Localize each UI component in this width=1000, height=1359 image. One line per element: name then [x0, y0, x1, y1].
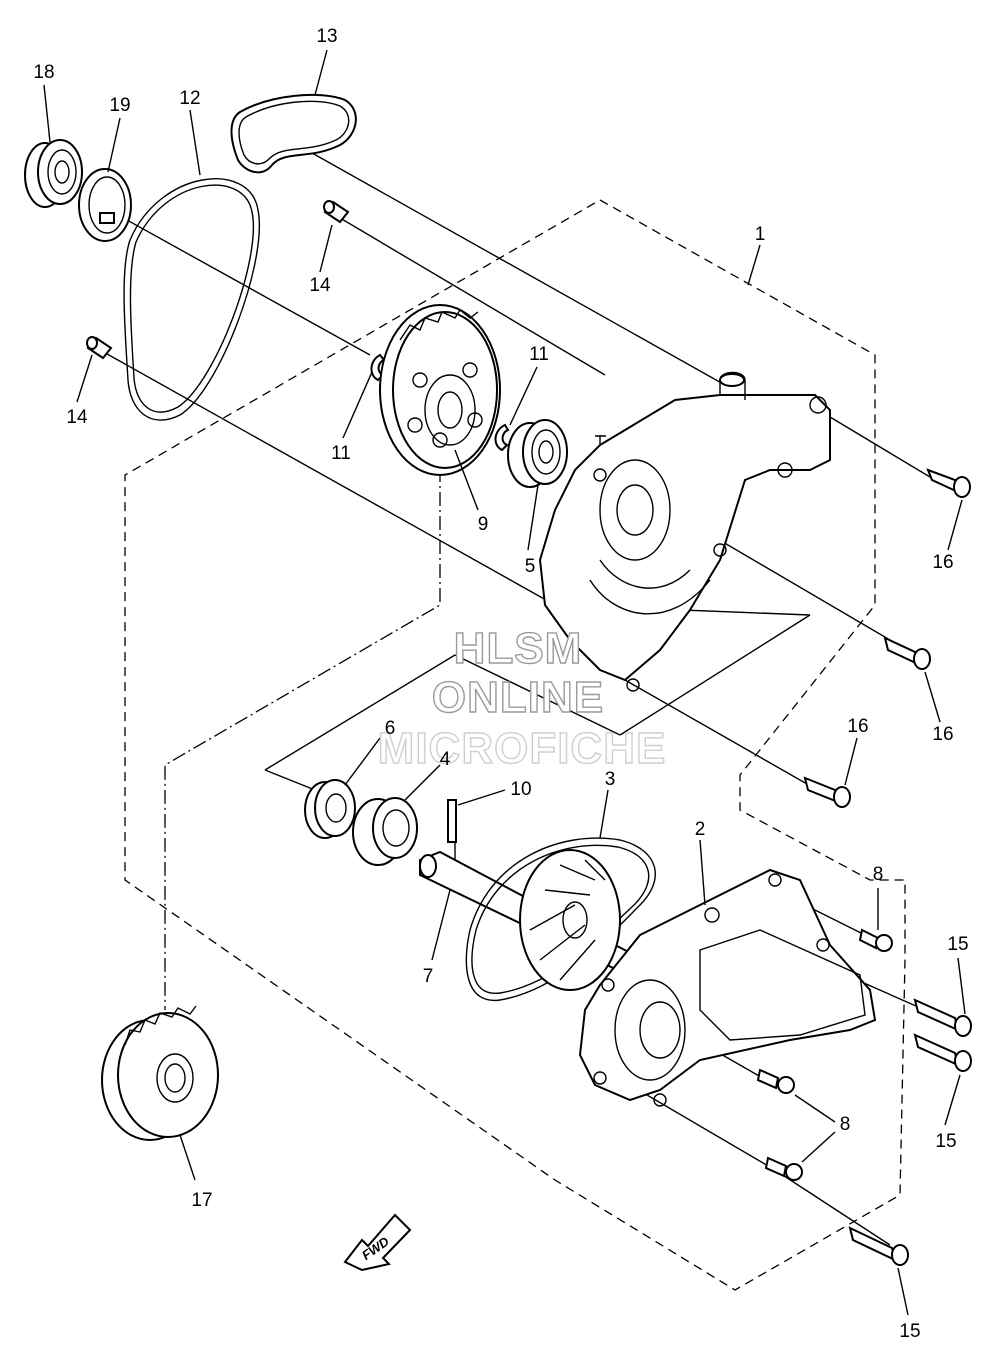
- callout-labels: 1 2 3 4 5 6 7 8 8 9 10 11 11 12 13 14 14…: [33, 26, 968, 1342]
- circlip-part-11b: [494, 423, 510, 452]
- callout-16c: 16: [847, 716, 868, 737]
- oil-seal-part-6: [304, 737, 381, 839]
- callout-4: 4: [440, 749, 451, 770]
- callout-5: 5: [525, 556, 536, 577]
- callout-14a: 14: [309, 275, 331, 296]
- crankcase-cover-part-1: [538, 244, 831, 692]
- callout-2: 2: [695, 819, 706, 840]
- callout-16b: 16: [932, 724, 953, 745]
- assembly-boundary-cover: [124, 199, 906, 1291]
- gear-part-17: [101, 1005, 219, 1181]
- callout-15a: 15: [947, 934, 968, 955]
- callout-15c: 15: [899, 1321, 920, 1342]
- bolt-part-16a: [926, 468, 971, 551]
- callout-18: 18: [33, 62, 54, 83]
- watermark-line-1: HLSM: [454, 624, 583, 673]
- bolt-part-16c: [803, 737, 858, 808]
- callout-9: 9: [478, 514, 489, 535]
- screw-part-8b: [756, 1068, 795, 1094]
- bolt-part-15b: [913, 1033, 972, 1126]
- assembly-boundary-gear: [164, 468, 441, 1010]
- watermark: HLSM ONLINE MICROFICHE: [377, 623, 667, 773]
- callout-16a: 16: [932, 552, 953, 573]
- callout-1: 1: [755, 224, 766, 245]
- alignment-lines: [99, 134, 936, 1246]
- bearing-part-5: [507, 419, 568, 551]
- seal-part-4: [352, 764, 441, 866]
- callout-8b: 8: [840, 1114, 851, 1135]
- callout-17: 17: [191, 1190, 212, 1211]
- forward-direction-arrow: FWD: [343, 1213, 412, 1272]
- callout-12: 12: [179, 88, 200, 109]
- bolt-part-16b: [883, 636, 941, 723]
- bolt-part-15c: [848, 1226, 909, 1316]
- screw-part-8c: [764, 1094, 836, 1181]
- gear-part-9: [379, 304, 501, 511]
- pin-part-10: [447, 789, 506, 843]
- callout-7: 7: [423, 966, 434, 987]
- callout-3: 3: [605, 769, 616, 790]
- callout-6: 6: [385, 718, 396, 739]
- callout-15b: 15: [935, 1131, 956, 1152]
- gasket-part-13: [230, 93, 357, 174]
- pump-housing-part-2: [578, 839, 877, 1107]
- callout-13: 13: [316, 26, 337, 47]
- callout-19: 19: [109, 95, 130, 116]
- callout-leaders: [43, 49, 538, 439]
- o-ring-part-3: [465, 789, 656, 1001]
- dowel-pin-part-14b: [86, 336, 113, 360]
- bearing-part-18: [24, 139, 83, 208]
- callout-14b: 14: [66, 407, 88, 428]
- screw-part-8a: [858, 888, 893, 952]
- callout-11a: 11: [331, 443, 351, 464]
- dowel-pin-part-14a: [323, 200, 350, 224]
- callout-8a: 8: [873, 864, 884, 885]
- gasket-part-12: [123, 178, 260, 421]
- callout-10: 10: [510, 779, 531, 800]
- callout-11b: 11: [529, 344, 549, 365]
- impeller: [519, 849, 621, 991]
- bolt-part-15a: [913, 957, 972, 1037]
- watermark-line-2: ONLINE: [432, 673, 604, 722]
- circlip-part-19: [78, 168, 132, 242]
- watermark-line-3: MICROFICHE: [378, 724, 667, 773]
